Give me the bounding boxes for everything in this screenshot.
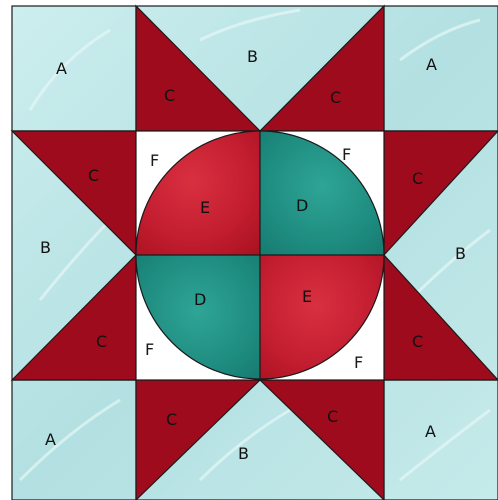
label-side-left: B [40,238,51,257]
label-point-top-left: C [164,86,175,105]
label-point-left-bottom: C [96,332,107,351]
label-fill-top-left: F [150,151,159,170]
label-corner-top-left: A [56,59,67,78]
label-fill-top-right: F [342,145,351,164]
label-fill-bottom-right: F [354,353,363,372]
label-point-bottom-right: C [327,407,338,426]
label-point-left-top: C [88,166,99,185]
label-side-top: B [247,47,258,66]
label-point-bottom-left: C [166,410,177,429]
label-point-right-bottom: C [412,332,423,351]
label-point-right-top: C [412,169,423,188]
label-fill-bottom-left: F [145,340,154,359]
label-quarter-bottom-right: E [302,287,312,306]
label-quarter-top-left: E [200,198,210,217]
label-point-top-right: C [330,88,341,107]
label-corner-bottom-right: A [425,422,436,441]
label-side-right: B [455,244,466,263]
label-corner-bottom-left: A [45,430,56,449]
label-quarter-bottom-left: D [194,290,206,309]
label-corner-top-right: A [426,55,437,74]
label-quarter-top-right: D [296,196,308,215]
label-side-bottom: B [238,444,249,463]
